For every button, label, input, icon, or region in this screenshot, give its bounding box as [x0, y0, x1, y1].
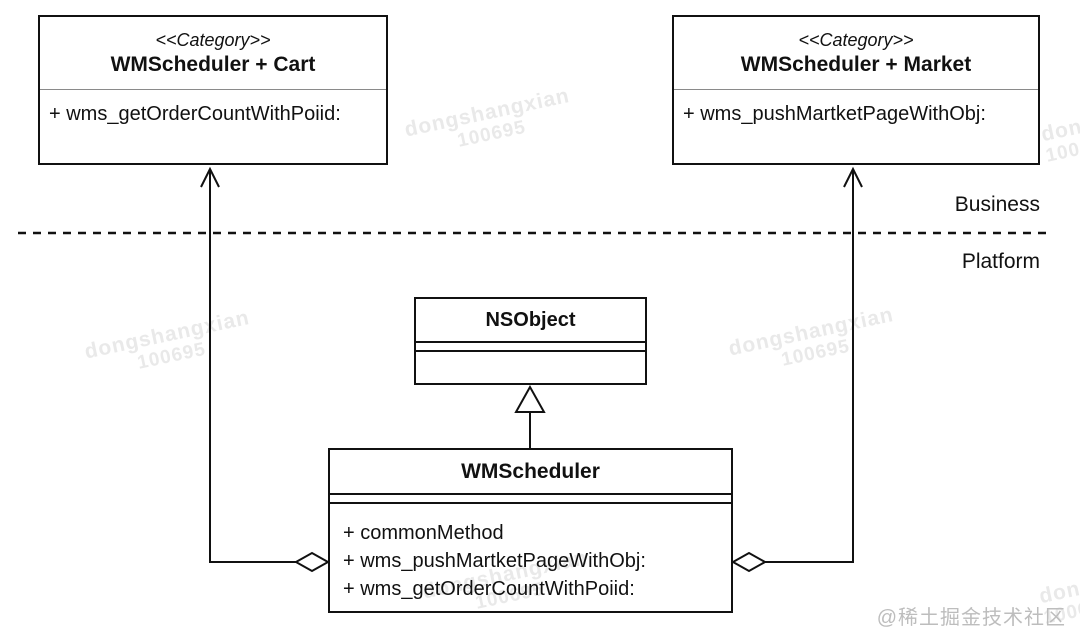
- class-box-nsobject: NSObject: [414, 297, 647, 385]
- attributes-compartment: [416, 343, 645, 352]
- class-box-wmscheduler: WMScheduler + commonMethod + wms_pushMar…: [328, 448, 733, 613]
- class-name: WMScheduler + Cart: [110, 52, 316, 76]
- class-title-compartment: NSObject: [416, 299, 645, 343]
- method-label: + commonMethod: [343, 522, 504, 544]
- stereotype-label: <<Category>>: [798, 29, 914, 50]
- class-box-wmscheduler-market: <<Category>> WMScheduler + Market + wms_…: [672, 15, 1040, 165]
- platform-layer-label: Platform: [961, 250, 1040, 273]
- inheritance-connector: [514, 384, 546, 449]
- method-label: + wms_pushMartketPageWithObj:: [343, 550, 646, 572]
- class-name: NSObject: [485, 308, 576, 331]
- aggregation-diamond-icon: [293, 551, 331, 573]
- inheritance-triangle-icon: [514, 384, 546, 413]
- class-title-compartment: <<Category>> WMScheduler + Cart: [40, 17, 386, 90]
- community-credit: @稀土掘金技术社区: [876, 607, 1066, 629]
- class-title-compartment: WMScheduler: [330, 450, 731, 495]
- methods-compartment: + wms_getOrderCountWithPoiid:: [40, 90, 386, 127]
- aggregation-diamond-icon: [730, 551, 768, 573]
- method-label: + wms_getOrderCountWithPoiid:: [343, 578, 635, 600]
- method-label: + wms_getOrderCountWithPoiid:: [49, 103, 341, 125]
- methods-compartment: + commonMethod + wms_pushMartketPageWith…: [330, 504, 731, 603]
- attributes-compartment: [330, 495, 731, 504]
- category-connector-right: [730, 166, 863, 573]
- class-name: WMScheduler: [461, 459, 600, 483]
- arrowhead-up-icon: [843, 166, 863, 188]
- stereotype-label: <<Category>>: [155, 29, 271, 50]
- class-title-compartment: <<Category>> WMScheduler + Market: [674, 17, 1038, 90]
- methods-compartment: + wms_pushMartketPageWithObj:: [674, 90, 1038, 127]
- class-name: WMScheduler + Market: [740, 52, 972, 76]
- method-label: + wms_pushMartketPageWithObj:: [683, 103, 986, 125]
- business-layer-label: Business: [954, 193, 1040, 216]
- arrowhead-up-icon: [200, 166, 220, 188]
- category-connector-left: [200, 166, 331, 573]
- class-box-wmscheduler-cart: <<Category>> WMScheduler + Cart + wms_ge…: [38, 15, 388, 165]
